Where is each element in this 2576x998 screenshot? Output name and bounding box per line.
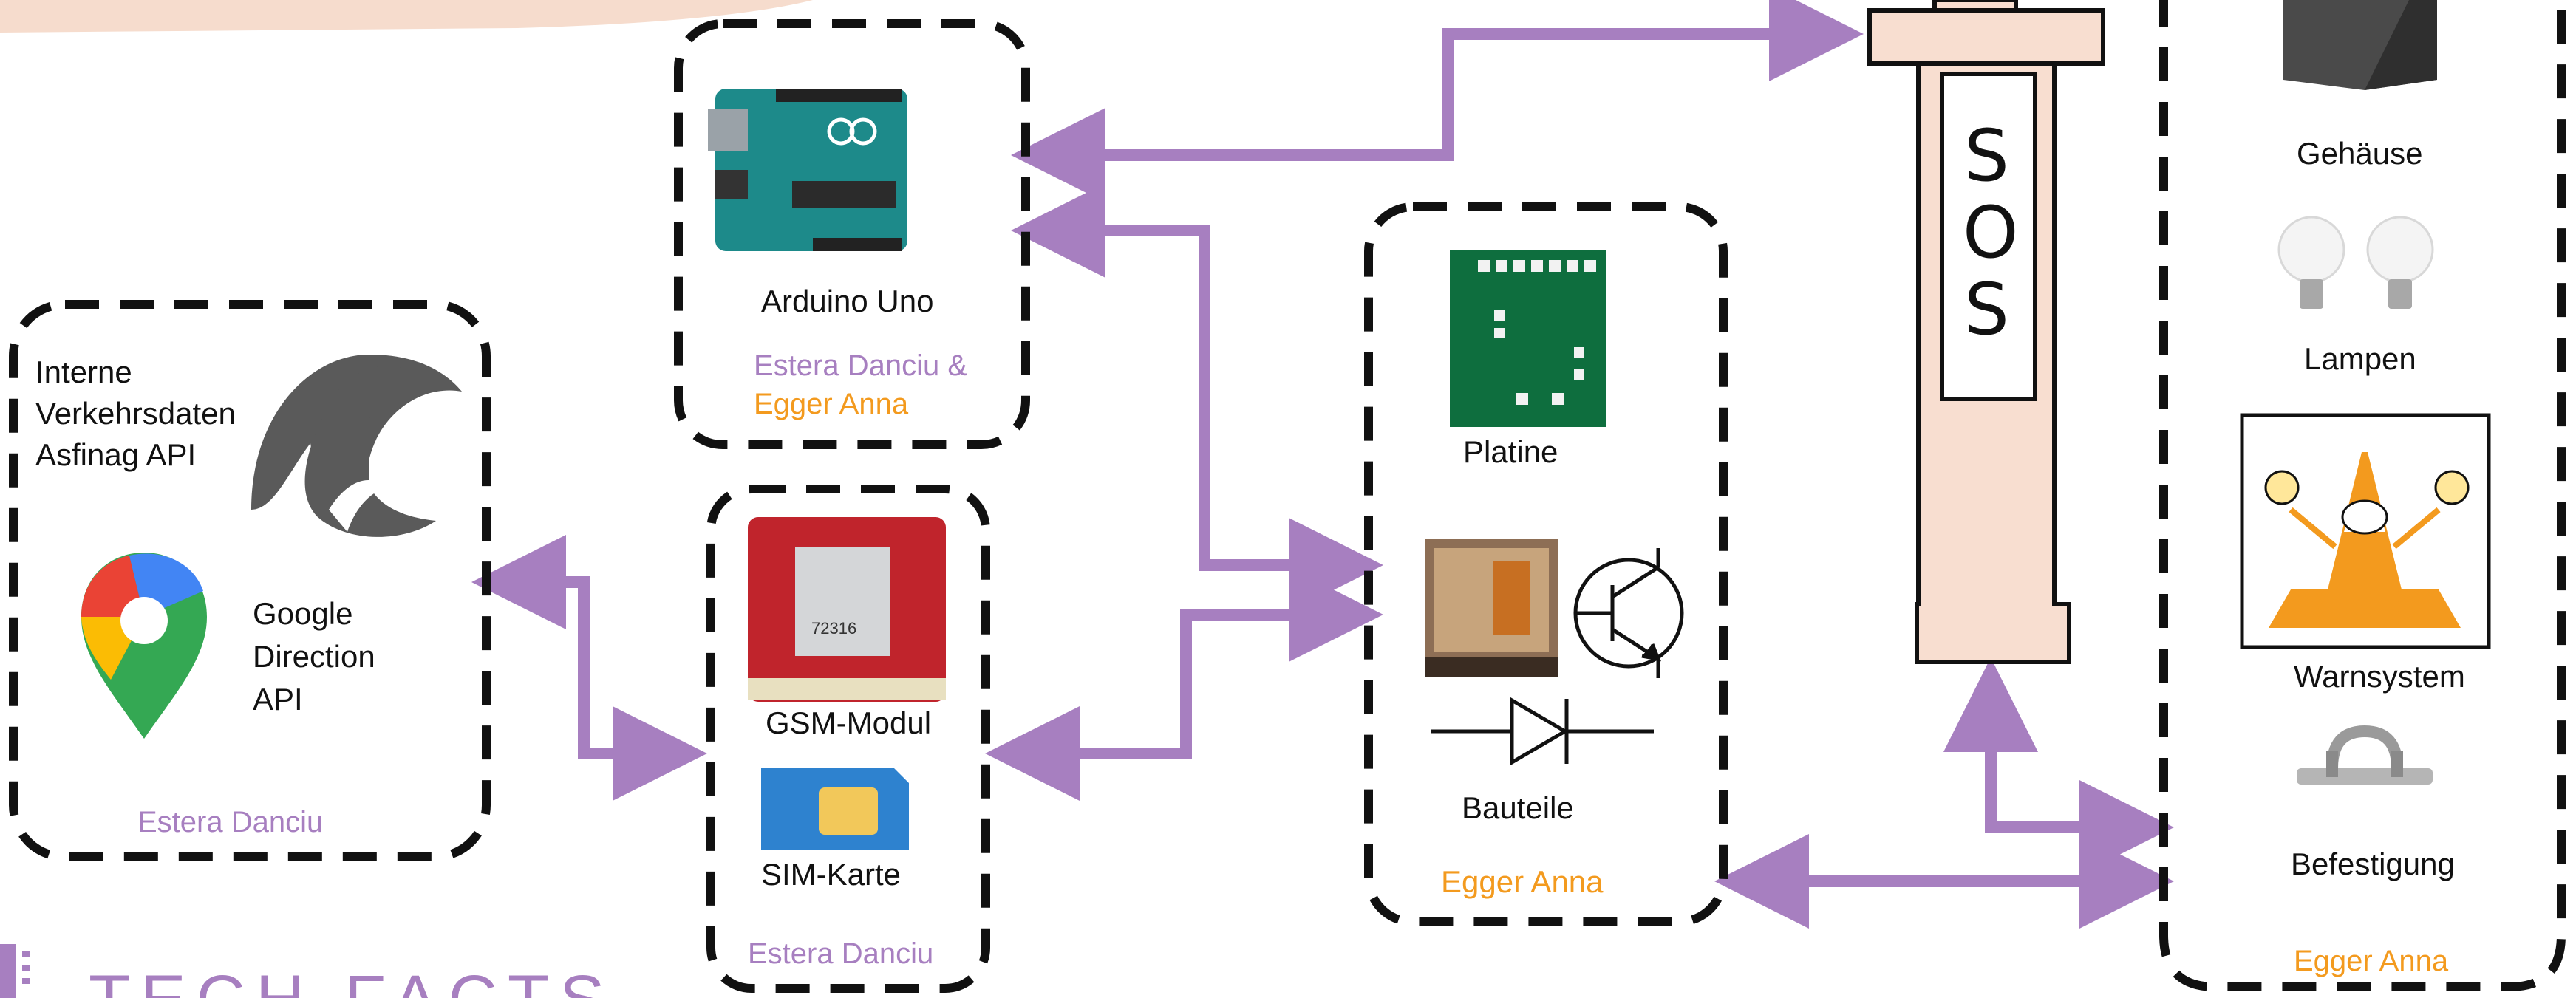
- sos-letter-2: O: [1963, 191, 2019, 274]
- gehaeuse-label: Gehäuse: [2297, 136, 2422, 171]
- api-interne-line3: Asfinag API: [35, 437, 196, 472]
- arrow-pole-hardware: [1943, 657, 2174, 875]
- api-google-line1: Google: [253, 596, 352, 631]
- gsm-group-border: [706, 485, 990, 993]
- api-group-border: [9, 300, 491, 861]
- sos-panel: [1940, 72, 2037, 401]
- tech-facts-text: TECH FACTS: [89, 962, 615, 998]
- pcb-image-icon: [1450, 250, 1606, 427]
- diode-symbol-icon: [1431, 697, 1654, 766]
- lampen-label: Lampen: [2304, 341, 2416, 376]
- gsm-author: Estera Danciu: [748, 937, 933, 970]
- sos-pole: S O S: [1867, 0, 2105, 664]
- lamp-icon-1: [2277, 216, 2345, 309]
- arduino-board-icon: [708, 89, 907, 251]
- arrow-arduino-pole: [1011, 0, 1864, 202]
- arrow-arduino-pcb: [1011, 183, 1383, 612]
- bauteile-label: Bauteile: [1462, 790, 1574, 825]
- gsm-module-icon: 72316: [748, 517, 946, 702]
- api-group: Interne Verkehrsdaten Asfinag API Google…: [9, 300, 491, 861]
- api-interne-line2: Verkehrsdaten: [35, 396, 236, 431]
- header-decoration: [0, 0, 813, 33]
- arduino-author-line2: Egger Anna: [754, 388, 909, 420]
- pole-cap: [1867, 8, 2105, 66]
- hardware-group-border: [2159, 0, 2566, 991]
- sos-letter-3: S: [1964, 268, 2009, 351]
- gehaeuse-icon: [2283, 0, 2437, 90]
- transistor-symbol-icon: [1573, 548, 1684, 678]
- sim-card-icon: [761, 768, 909, 850]
- warnsystem-icon: [2240, 413, 2491, 649]
- connection-arrows: [471, 0, 2174, 929]
- tech-facts-icon: [0, 944, 16, 998]
- gsm-group: 72316 GSM-Modul SIM-Karte Estera Danciu: [706, 485, 990, 993]
- warnsystem-label: Warnsystem: [2294, 659, 2465, 694]
- pcb-author: Egger Anna: [1441, 864, 1604, 899]
- svg-text:72316: 72316: [811, 619, 856, 638]
- google-maps-pin-icon: [81, 553, 207, 739]
- api-google-line3: API: [253, 682, 303, 717]
- hardware-group: Gehäuse Lampen Warnsystem Befestigun: [2159, 0, 2566, 991]
- api-author: Estera Danciu: [137, 806, 323, 838]
- api-google-line2: Direction: [253, 639, 375, 674]
- gsm-label: GSM-Modul: [766, 705, 931, 740]
- pcb-group: Platine Bauteile Egger Anna: [1364, 202, 1728, 926]
- befestigung-icon: [2297, 725, 2433, 785]
- relay-image-icon: [1425, 539, 1558, 677]
- hardware-author: Egger Anna: [2294, 945, 2449, 977]
- befestigung-label: Befestigung: [2291, 847, 2455, 881]
- arduino-label: Arduino Uno: [761, 284, 933, 318]
- asfinag-logo-icon: [251, 355, 462, 537]
- arduino-author-line1: Estera Danciu &: [754, 349, 967, 382]
- pcb-group-border: [1364, 202, 1728, 926]
- arduino-group: Arduino Uno Estera Danciu & Egger Anna: [674, 19, 1030, 449]
- arrow-gsm-pcb: [985, 567, 1383, 801]
- tech-facts-heading: TECH FACTS: [0, 944, 615, 998]
- platine-label: Platine: [1463, 434, 1558, 469]
- arduino-group-border: [674, 19, 1030, 449]
- arrow-api-gsm: [471, 535, 707, 801]
- api-interne-line1: Interne: [35, 355, 132, 389]
- lamp-icon-2: [2366, 216, 2434, 309]
- sim-label: SIM-Karte: [761, 857, 901, 892]
- sos-letter-1: S: [1964, 115, 2009, 197]
